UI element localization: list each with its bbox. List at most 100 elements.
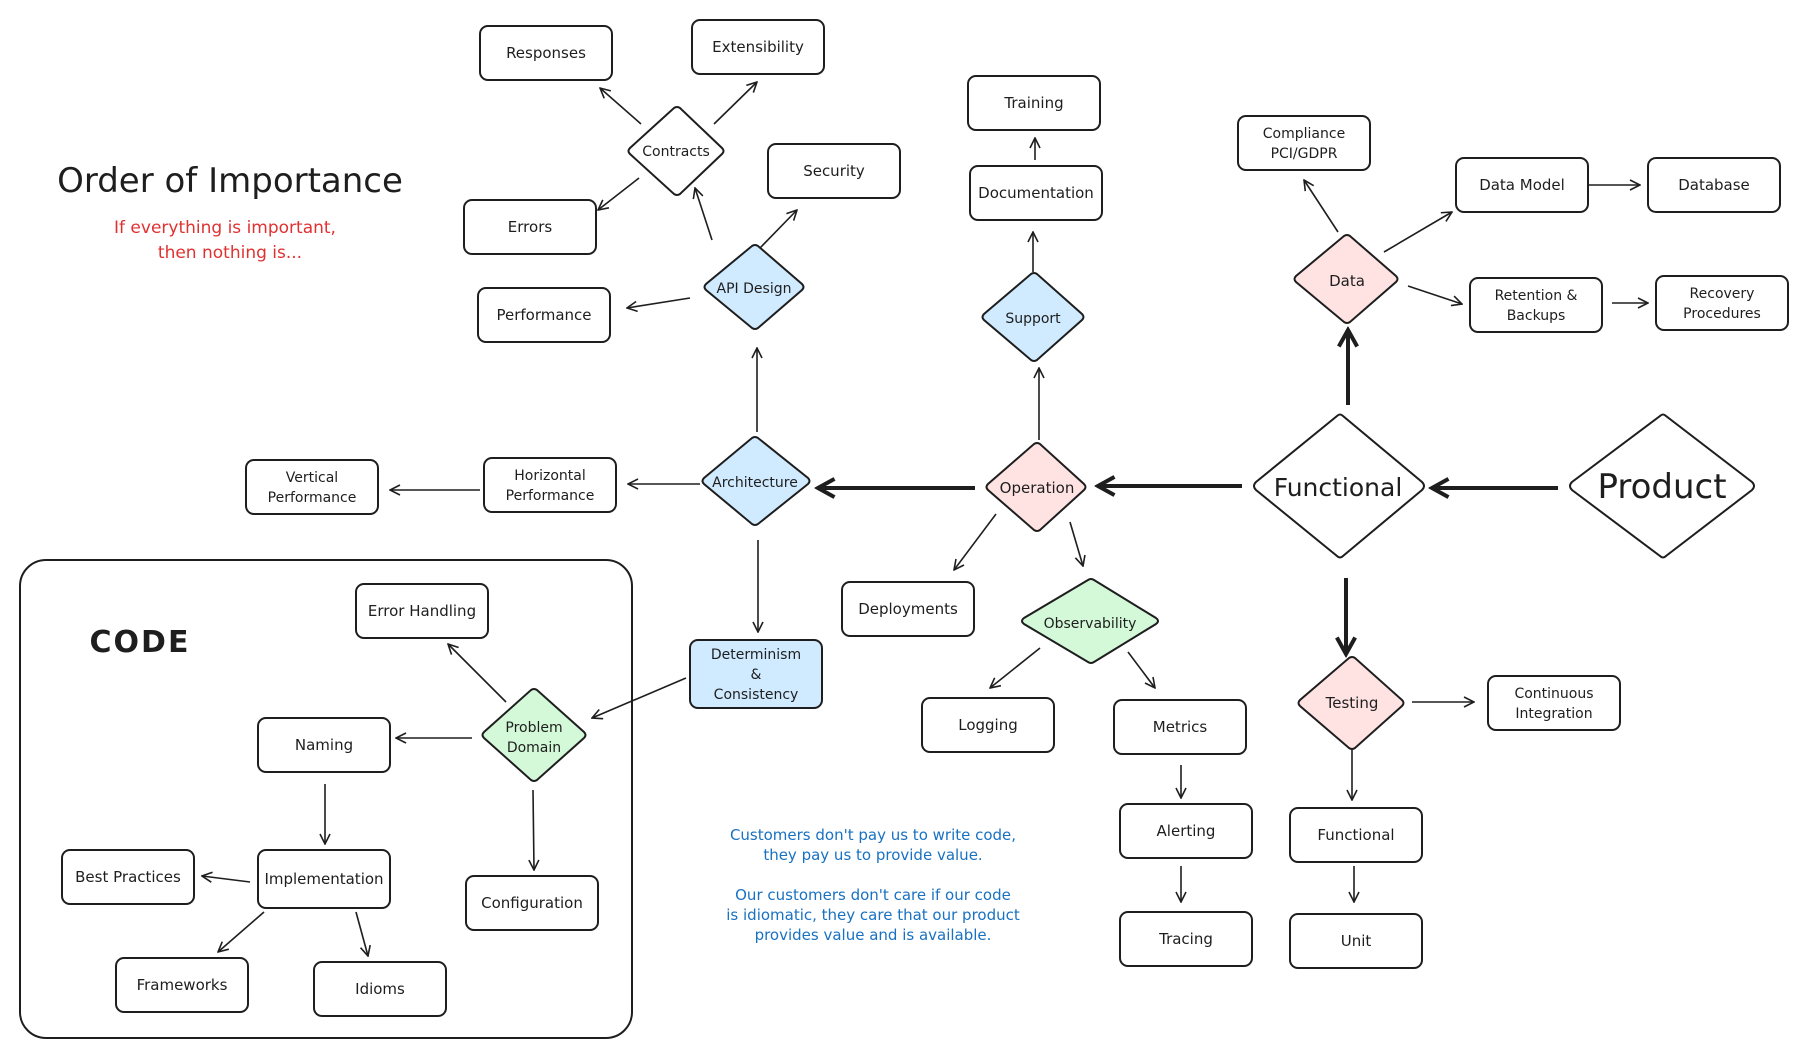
node-observability[interactable]: Observability	[1021, 578, 1159, 664]
node-security[interactable]: Security	[767, 143, 901, 199]
node-contracts[interactable]: Contracts	[627, 106, 725, 196]
code-group-frame	[19, 559, 633, 1039]
note-line-1: Customers don't pay us to write code,	[730, 826, 1016, 844]
node-functional[interactable]: Functional	[1253, 413, 1425, 559]
svg-text:API Design: API Design	[717, 281, 792, 297]
edge-observability-metrics	[1127, 651, 1155, 688]
node-operation[interactable]: Operation	[985, 442, 1087, 532]
svg-text:Determinism: Determinism	[711, 647, 801, 663]
svg-text:Configuration: Configuration	[481, 894, 583, 912]
svg-text:Testing: Testing	[1325, 694, 1379, 712]
svg-text:Performance: Performance	[268, 490, 357, 506]
svg-text:Security: Security	[803, 162, 865, 180]
node-responses[interactable]: Responses	[479, 25, 613, 81]
edges	[202, 82, 1648, 956]
edge-determinism-problem	[592, 677, 687, 718]
node-documentation[interactable]: Documentation	[969, 165, 1103, 221]
svg-text:Compliance: Compliance	[1263, 126, 1345, 142]
svg-text:Logging: Logging	[958, 716, 1018, 734]
svg-text:Deployments: Deployments	[858, 600, 958, 618]
svg-text:Tracing: Tracing	[1158, 930, 1213, 948]
node-data-model[interactable]: Data Model	[1455, 157, 1589, 213]
node-idioms[interactable]: Idioms	[313, 961, 447, 1017]
edge-contracts-responses	[600, 88, 642, 125]
node-vertical-performance[interactable]: Vertical Performance	[245, 459, 379, 515]
svg-text:Vertical: Vertical	[286, 470, 338, 486]
svg-text:Performance: Performance	[506, 488, 595, 504]
svg-text:Error Handling: Error Handling	[368, 602, 476, 620]
node-recovery-procedures[interactable]: Recovery Procedures	[1655, 275, 1789, 331]
node-tracing[interactable]: Tracing	[1119, 911, 1253, 967]
edge-implementation-frameworks	[218, 911, 265, 952]
svg-text:Best Practices: Best Practices	[75, 868, 181, 886]
edge-observability-logging	[990, 647, 1041, 688]
svg-text:Contracts: Contracts	[642, 144, 710, 160]
note-line-5: is idiomatic, they care that our product	[726, 906, 1020, 924]
node-best-practices[interactable]: Best Practices	[61, 849, 195, 905]
node-functional-test[interactable]: Functional	[1289, 807, 1423, 863]
svg-text:Observability: Observability	[1044, 616, 1137, 632]
node-architecture[interactable]: Architecture	[701, 436, 811, 526]
node-configuration[interactable]: Configuration	[465, 875, 599, 931]
node-determinism-consistency[interactable]: Determinism & Consistency	[689, 639, 823, 709]
svg-text:Alerting: Alerting	[1157, 822, 1216, 840]
svg-text:Responses: Responses	[506, 44, 586, 62]
svg-text:&: &	[751, 667, 762, 683]
edge-data-compliance	[1304, 180, 1339, 233]
svg-text:Functional: Functional	[1317, 826, 1394, 844]
svg-text:Idioms: Idioms	[355, 980, 405, 998]
node-metrics[interactable]: Metrics	[1113, 699, 1247, 755]
edge-implementation-idioms	[355, 911, 368, 956]
node-continuous-integration[interactable]: Continuous Integration	[1487, 675, 1621, 731]
svg-text:Implementation: Implementation	[264, 870, 383, 888]
edge-contracts-errors	[598, 177, 640, 210]
node-horizontal-performance[interactable]: Horizontal Performance	[483, 457, 617, 513]
node-training[interactable]: Training	[967, 75, 1101, 131]
code-group-label: CODE	[90, 625, 191, 660]
node-deployments[interactable]: Deployments	[841, 581, 975, 637]
node-support[interactable]: Support	[981, 272, 1085, 362]
node-frameworks[interactable]: Frameworks	[115, 957, 249, 1013]
node-problem-domain[interactable]: Problem Domain	[481, 688, 587, 782]
svg-text:Backups: Backups	[1507, 308, 1566, 324]
note-line-6: provides value and is available.	[755, 926, 992, 944]
subtitle-line-1: If everything is important,	[114, 218, 336, 238]
node-data[interactable]: Data	[1293, 234, 1399, 324]
node-testing[interactable]: Testing	[1297, 656, 1405, 750]
svg-text:Frameworks: Frameworks	[137, 976, 228, 994]
svg-text:Horizontal: Horizontal	[514, 468, 585, 484]
node-errors[interactable]: Errors	[463, 199, 597, 255]
node-logging[interactable]: Logging	[921, 697, 1055, 753]
svg-text:Support: Support	[1005, 311, 1061, 327]
svg-text:Errors: Errors	[508, 218, 553, 236]
node-compliance[interactable]: Compliance PCI/GDPR	[1237, 115, 1371, 171]
edge-operation-deployments	[954, 513, 997, 570]
node-database[interactable]: Database	[1647, 157, 1781, 213]
svg-text:Product: Product	[1597, 467, 1726, 507]
node-error-handling[interactable]: Error Handling	[355, 583, 489, 639]
note-line-2: they pay us to provide value.	[763, 846, 982, 864]
node-product[interactable]: Product	[1569, 413, 1755, 559]
node-api-design[interactable]: API Design	[703, 244, 805, 330]
edge-contracts-extensibility	[713, 82, 757, 125]
svg-text:Continuous: Continuous	[1514, 686, 1593, 702]
node-naming[interactable]: Naming	[257, 717, 391, 773]
node-unit[interactable]: Unit	[1289, 913, 1423, 969]
svg-text:Recovery: Recovery	[1690, 286, 1755, 302]
svg-text:Database: Database	[1678, 176, 1750, 194]
svg-text:Problem: Problem	[505, 720, 562, 736]
svg-text:Functional: Functional	[1274, 473, 1403, 502]
edge-api-performance	[627, 297, 691, 308]
node-extensibility[interactable]: Extensibility	[691, 19, 825, 75]
node-retention-backups[interactable]: Retention & Backups	[1469, 277, 1603, 333]
value-note: Customers don't pay us to write code, th…	[726, 826, 1020, 944]
svg-text:Training: Training	[1003, 94, 1063, 112]
node-implementation[interactable]: Implementation	[257, 849, 391, 909]
edge-api-security	[759, 210, 797, 249]
svg-text:Performance: Performance	[496, 306, 591, 324]
node-alerting[interactable]: Alerting	[1119, 803, 1253, 859]
svg-text:Procedures: Procedures	[1683, 306, 1761, 322]
svg-text:Domain: Domain	[507, 740, 561, 756]
node-performance[interactable]: Performance	[477, 287, 611, 343]
